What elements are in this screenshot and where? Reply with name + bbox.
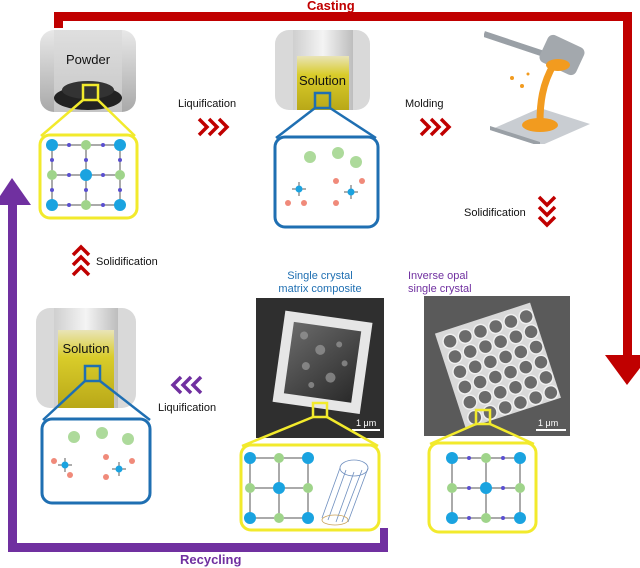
composite-title: Single crystal matrix composite: [250, 270, 390, 296]
molding-label: Molding: [405, 98, 444, 110]
solution-photo-top: Solution: [275, 30, 370, 110]
casting-image: [484, 31, 590, 144]
composite-title-line1: Single crystal: [287, 270, 353, 282]
molecules-left: [51, 427, 135, 480]
sem-opal-image: 1 μm: [424, 296, 570, 436]
powder-photo: Powder: [40, 30, 136, 112]
opal-title-line2: single crystal: [408, 283, 472, 295]
solution-label-left: Solution: [62, 341, 110, 356]
molecules-top: [285, 147, 365, 206]
composite-title-line2: matrix composite: [278, 283, 362, 295]
powder-label: Powder: [65, 52, 111, 67]
carbon-nanotube-icon: [321, 459, 369, 526]
sem-composite-graphic: [256, 298, 384, 438]
chevrons-left-liquification: [170, 375, 203, 395]
recycling-label: Recycling: [180, 552, 242, 567]
chevrons-down-solidification: [537, 195, 557, 228]
scale-bar-opal: 1 μm: [538, 418, 559, 428]
chevrons-up-solidification: [71, 244, 91, 277]
opal-title: Inverse opal single crystal: [408, 270, 528, 296]
powder-vial-image: [40, 30, 136, 112]
sem-composite-image: 1 μm: [256, 298, 384, 438]
opal-title-line1: Inverse opal: [408, 270, 468, 282]
lattice-powder: [46, 139, 126, 211]
sem-opal-graphic: [424, 296, 570, 436]
liquification-label-top: Liquification: [178, 98, 237, 110]
casting-label: Casting: [307, 0, 355, 13]
lattice-composite: [244, 452, 369, 526]
solution-vial-image-top: [275, 30, 370, 110]
lattice-opal: [446, 452, 526, 524]
solution-photo-left: Solution: [36, 308, 136, 408]
solidification-label-right: Solidification: [464, 207, 526, 219]
casting-arrow: [54, 12, 640, 385]
chevrons-right-liquification: [197, 117, 230, 137]
liquification-label-bottom: Liquification: [158, 402, 217, 414]
recycling-arrow: [0, 178, 388, 552]
solidification-label-left: Solidification: [96, 256, 158, 268]
scale-bar-composite: 1 μm: [356, 418, 377, 428]
solution-label-top: Solution: [299, 73, 346, 88]
solution-vial-image-left: [36, 308, 136, 408]
chevrons-right-molding: [419, 117, 452, 137]
